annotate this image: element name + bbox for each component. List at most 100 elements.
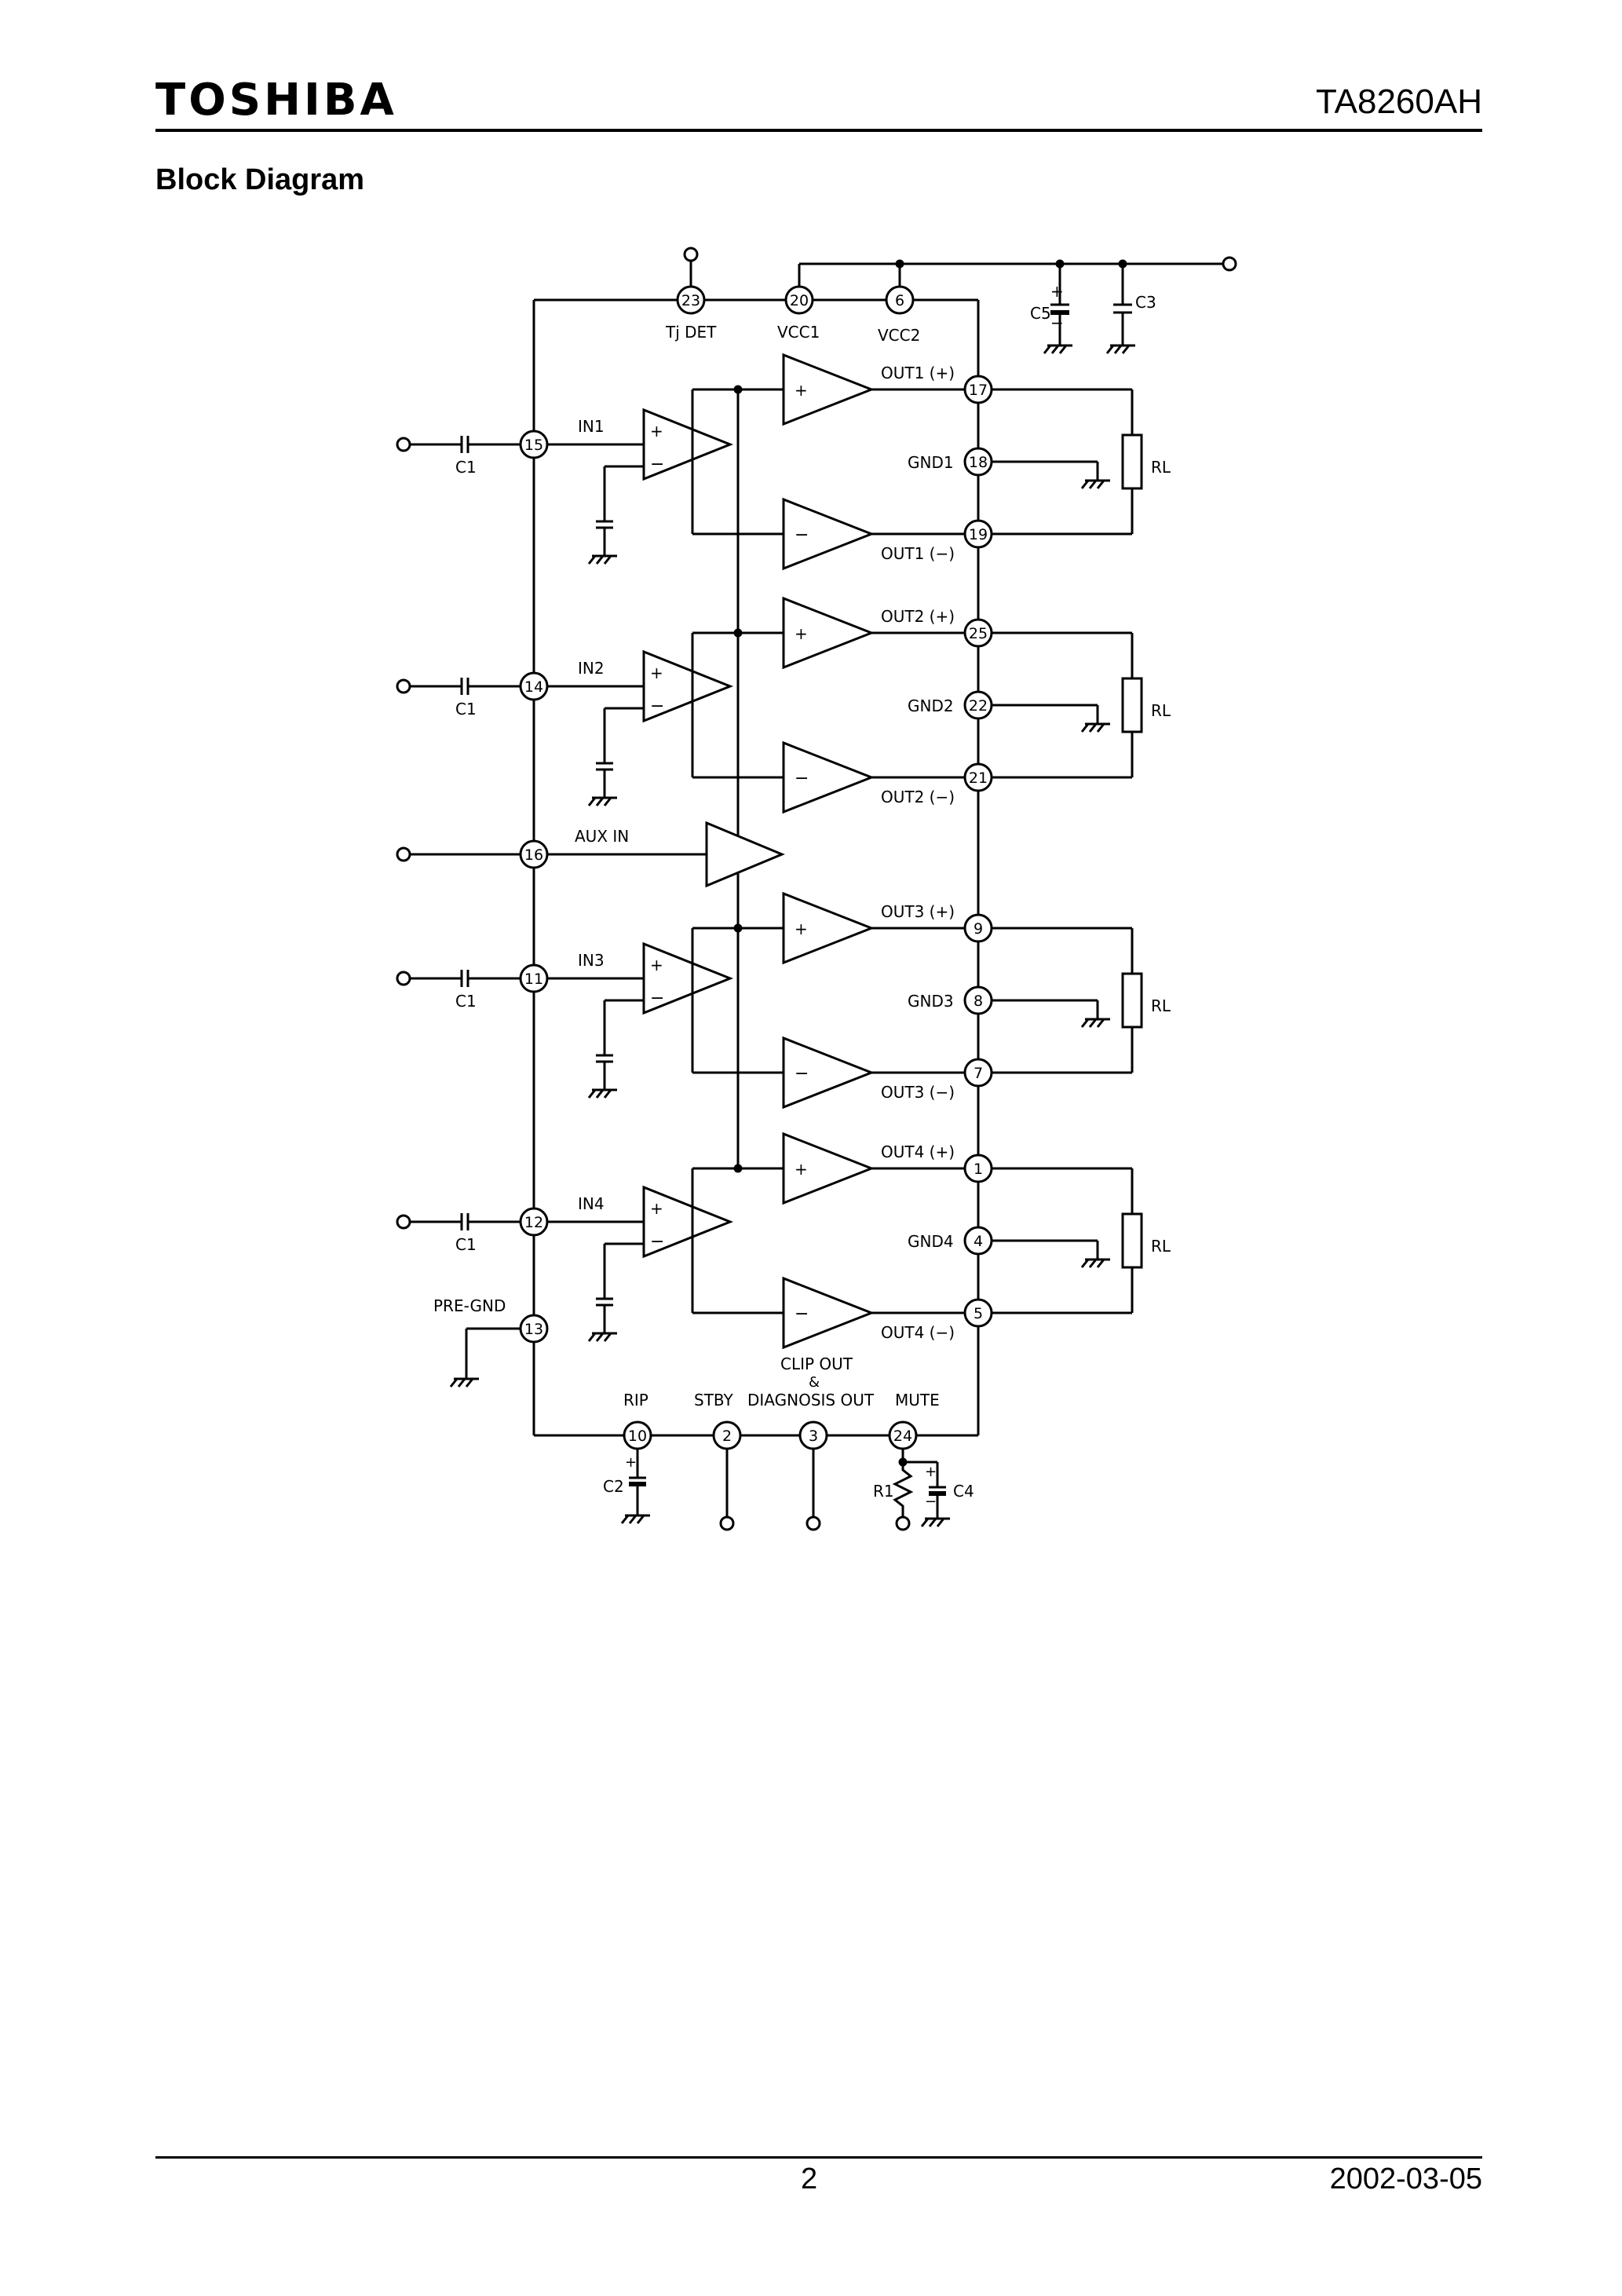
pin-stby-number: 2 — [722, 1428, 732, 1445]
ch1-preamp-plus: + — [650, 422, 663, 441]
ch1-pin-out-plus — [963, 375, 993, 404]
ch2-amp-minus-sign: − — [795, 769, 809, 788]
ch1-bus-junction — [733, 385, 743, 394]
ch4-fb-ground — [587, 1332, 617, 1342]
ch1-label-in: IN1 — [578, 417, 605, 436]
ch3-bus-junction — [733, 923, 743, 933]
ch3-pin-out-minus — [963, 1058, 993, 1088]
label-ampersand: & — [809, 1374, 820, 1391]
pin-vcc2-number: 6 — [895, 292, 904, 309]
ch1-fb-capacitor — [596, 520, 613, 529]
ch4-label-out-plus: OUT4 (+) — [881, 1143, 955, 1161]
label-c2: C2 — [603, 1477, 624, 1496]
ch1-power-amp-minus — [782, 497, 875, 571]
ch4-power-amp-plus — [782, 1132, 875, 1205]
label-c3: C3 — [1135, 293, 1156, 312]
ch4-pin-out-minus — [963, 1298, 993, 1328]
ch2-rl-resistor — [1121, 677, 1143, 733]
ch1-preamp — [642, 408, 734, 481]
ch4-c1-capacitor — [460, 1213, 469, 1230]
aux-buffer — [705, 821, 785, 888]
ch2-power-amp-minus — [782, 740, 875, 814]
ch3-pin-gnd-number: 8 — [974, 993, 983, 1010]
ch3-pin-gnd — [963, 985, 993, 1015]
r1-resistor — [892, 1462, 914, 1517]
ch3-power-amp-plus — [782, 891, 875, 965]
label-c2-plus: + — [625, 1454, 637, 1471]
ch4-bus-junction — [733, 1164, 743, 1173]
ch4-rl-resistor — [1121, 1212, 1143, 1269]
ch3-preamp-plus: + — [650, 956, 663, 974]
pin-rip — [623, 1420, 652, 1450]
ch2-pin-in-number: 14 — [524, 678, 543, 696]
label-vcc1: VCC1 — [777, 323, 820, 342]
ch2-c1-capacitor — [460, 678, 469, 695]
c2-capacitor — [629, 1476, 646, 1486]
ch4-label-rl: RL — [1151, 1237, 1171, 1256]
ch1-pin-out-plus-number: 17 — [969, 382, 988, 399]
label-c5-minus: − — [1050, 313, 1064, 332]
ch3-label-out-minus: OUT3 (−) — [881, 1083, 955, 1102]
toshiba-logo: TOSHIBA — [155, 75, 397, 126]
c4-capacitor — [929, 1486, 946, 1496]
aux-input-terminal — [396, 846, 411, 862]
pin-vcc1 — [784, 285, 814, 315]
ch3-pin-in — [519, 963, 549, 993]
label-c4: C4 — [953, 1482, 974, 1501]
label-c4-plus: + — [925, 1464, 937, 1480]
label-mute: MUTE — [895, 1391, 940, 1409]
label-tj-det: Tj DET — [665, 323, 717, 342]
pin-pre-gnd-number: 13 — [524, 1321, 543, 1338]
ch4-preamp-plus: + — [650, 1199, 663, 1218]
ch1-preamp-minus: − — [650, 455, 664, 474]
ch2-pin-out-plus — [963, 618, 993, 648]
label-aux-in: AUX IN — [575, 827, 629, 846]
ch2-label-out-plus: OUT2 (+) — [881, 607, 955, 626]
ch3-fb-ground — [587, 1088, 617, 1099]
ch3-preamp-minus: − — [650, 989, 664, 1008]
ch3-pin-out-minus-number: 7 — [974, 1065, 983, 1082]
label-c4-minus: − — [925, 1493, 937, 1510]
label-rip: RIP — [623, 1391, 648, 1409]
ch3-label-out-plus: OUT3 (+) — [881, 902, 955, 921]
ch3-power-amp-minus — [782, 1036, 875, 1110]
ch2-bus-junction — [733, 628, 743, 638]
ch4-label-in: IN4 — [578, 1194, 605, 1213]
label-clip-out: CLIP OUT — [780, 1355, 853, 1373]
ch3-label-in: IN3 — [578, 951, 605, 970]
mute-terminal — [895, 1515, 911, 1531]
pin-rip-number: 10 — [628, 1428, 647, 1445]
ch1-fb-ground — [587, 554, 617, 565]
ch3-preamp — [642, 941, 734, 1015]
supply-wiring — [683, 247, 1237, 345]
c4-ground — [920, 1517, 950, 1527]
ch1-pin-gnd — [963, 447, 993, 477]
pin-stby — [712, 1420, 742, 1450]
ch1-amp-minus-sign: − — [795, 525, 809, 545]
pin-aux-in-number: 16 — [524, 846, 543, 864]
ch3-amp-plus-sign: + — [795, 919, 808, 938]
pre-gnd-ground — [449, 1377, 479, 1387]
ch3-pin-out-plus — [963, 913, 993, 943]
ch1-label-out-plus: OUT1 (+) — [881, 364, 955, 382]
ch1-pin-in — [519, 430, 549, 459]
label-r1: R1 — [873, 1482, 894, 1501]
ch4-pin-out-plus — [963, 1153, 993, 1183]
pin-mute — [888, 1420, 918, 1450]
page-number: 2 — [801, 2163, 818, 2195]
ch1-c1-capacitor — [460, 436, 469, 453]
pin-tj-det-number: 23 — [681, 292, 700, 309]
ch3-load-ground — [1080, 1018, 1110, 1028]
ch2-fb-ground — [587, 796, 617, 806]
ch1-input-terminal — [396, 437, 411, 452]
ground-c5 — [1043, 344, 1072, 354]
ch1-label-c1: C1 — [455, 458, 477, 477]
ch3-label-rl: RL — [1151, 996, 1171, 1015]
header-rule — [155, 129, 1482, 132]
ch1-label-gnd: GND1 — [908, 453, 954, 472]
ch2-pin-out-minus — [963, 762, 993, 792]
ch2-fb-capacitor — [596, 762, 613, 771]
diag-terminal — [806, 1515, 821, 1531]
ch3-label-gnd: GND3 — [908, 992, 954, 1011]
ch1-pin-gnd-number: 18 — [969, 454, 988, 471]
